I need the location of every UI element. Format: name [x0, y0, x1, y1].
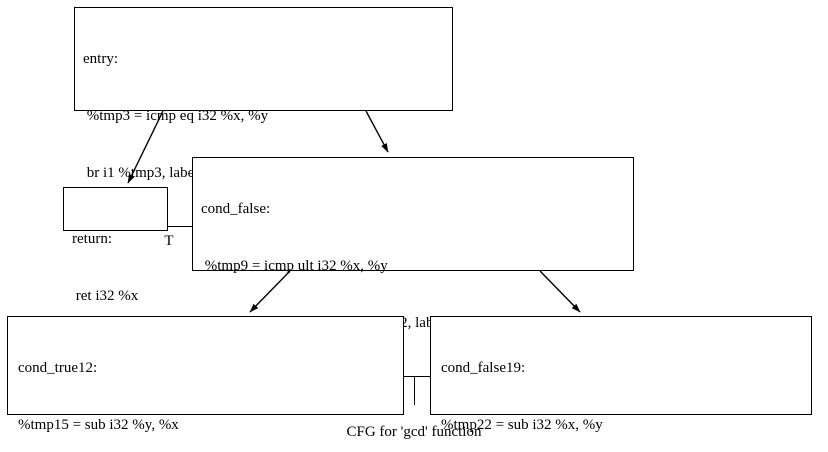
diagram-caption: CFG for 'gcd' function	[346, 424, 482, 440]
node-cond-true12-line-0: cond_true12:	[18, 360, 98, 376]
node-cond-true12-body: cond_true12: %tmp15 = sub i32 %y, %x %tm…	[8, 317, 403, 452]
node-cond-false[interactable]: cond_false: %tmp9 = icmp ult i32 %x, %y …	[192, 157, 634, 405]
node-cond-false-line-0: cond_false:	[201, 201, 271, 217]
node-cond-false19[interactable]: cond_false19: %tmp22 = sub i32 %x, %y %t…	[430, 316, 812, 433]
node-entry-line-0: entry:	[83, 51, 118, 67]
node-cond-false19-line-0: cond_false19:	[441, 360, 526, 376]
node-return[interactable]: return: ret i32 %x	[63, 187, 168, 304]
node-cond-true12[interactable]: cond_true12: %tmp15 = sub i32 %y, %x %tm…	[7, 316, 404, 433]
node-return-line-1: ret i32 %x	[72, 288, 139, 304]
node-cond-true12-line-1: %tmp15 = sub i32 %y, %x	[18, 417, 179, 433]
node-cond-false-line-1: %tmp9 = icmp ult i32 %x, %y	[201, 258, 388, 274]
node-return-line-0: return:	[72, 231, 112, 247]
node-return-body: return: ret i32 %x	[64, 188, 167, 349]
node-entry-line-1: %tmp3 = icmp eq i32 %x, %y	[83, 108, 269, 124]
node-cond-false19-body: cond_false19: %tmp22 = sub i32 %x, %y %t…	[431, 317, 811, 452]
node-entry-port-true[interactable]: T	[164, 232, 174, 249]
node-cond-false19-line-1: %tmp22 = sub i32 %x, %y	[441, 417, 603, 433]
node-entry[interactable]: entry: %tmp3 = icmp eq i32 %x, %y br i1 …	[74, 7, 453, 255]
